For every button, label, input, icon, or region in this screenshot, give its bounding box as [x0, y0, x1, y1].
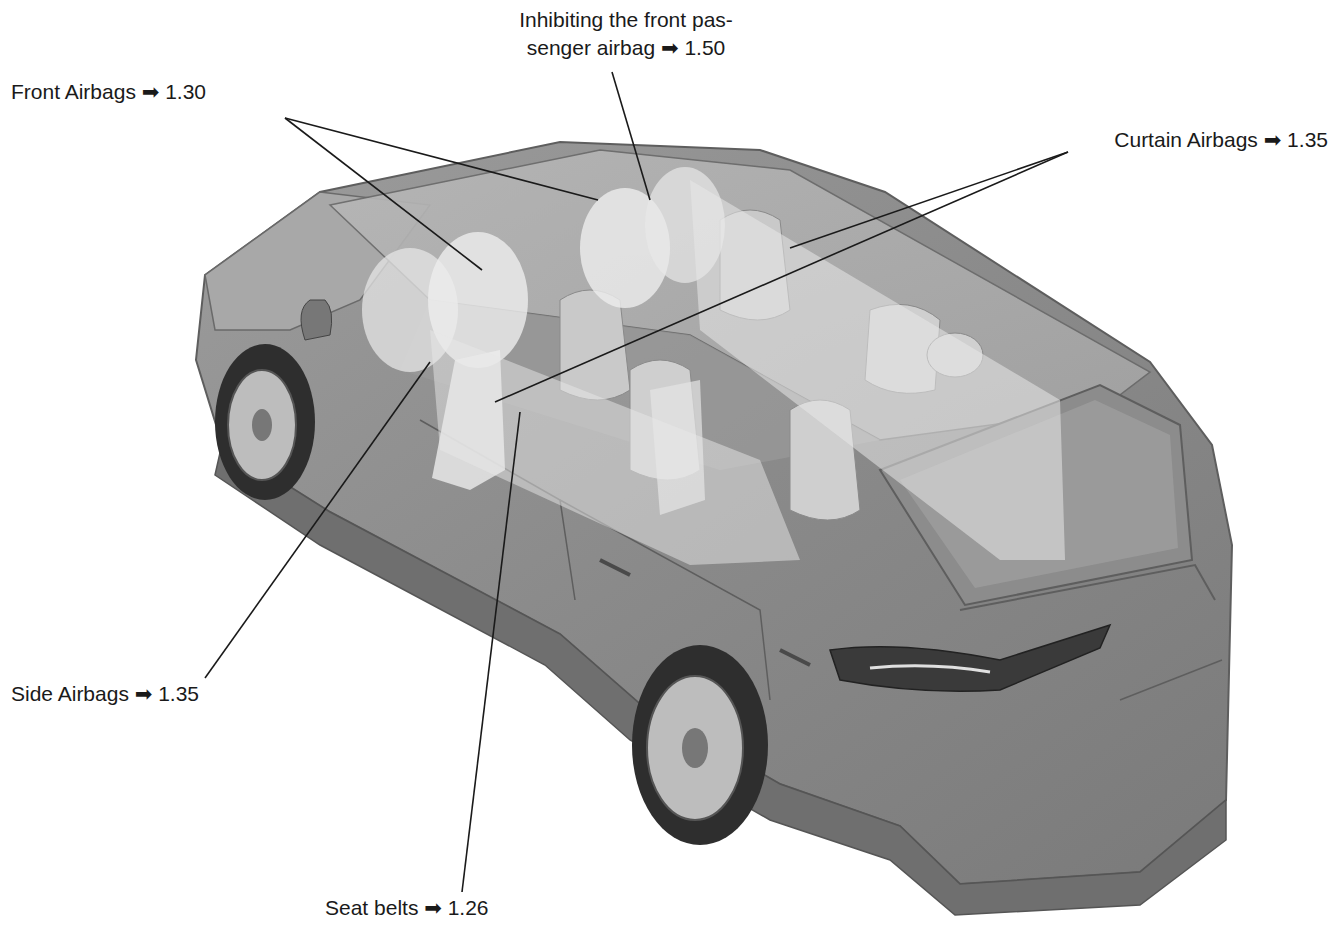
callout-label: Seat belts ➡ 1.26: [322, 894, 492, 922]
leader-lines: [205, 72, 1068, 892]
callout-label: Side Airbags ➡ 1.35: [8, 680, 202, 708]
callout-label: Inhibiting the front pas- senger airbag …: [498, 6, 754, 62]
callout-label: Front Airbags ➡ 1.30: [8, 78, 209, 106]
callout-label: Curtain Airbags ➡ 1.35: [1111, 126, 1331, 154]
